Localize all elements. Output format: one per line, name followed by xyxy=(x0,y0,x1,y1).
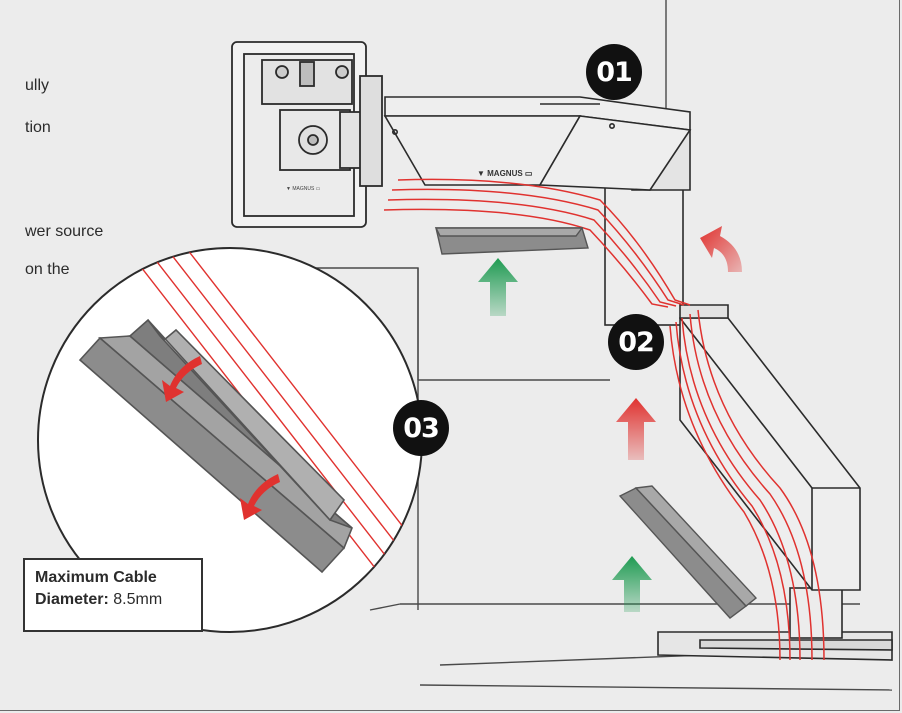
callout-title: Maximum Cable xyxy=(35,569,157,586)
zoom-circle xyxy=(37,247,423,633)
cables-lower xyxy=(669,309,825,661)
instruction-fragment-4: on the xyxy=(25,261,70,278)
step-badge-03: 03 xyxy=(393,400,449,456)
lower-arm xyxy=(679,304,861,591)
callout-title-bold: Diameter: xyxy=(35,591,109,608)
instruction-fragment-1: ully xyxy=(25,77,50,94)
desk-clamp-plate xyxy=(657,587,893,661)
cable-clip-top xyxy=(434,227,589,255)
brand-logo-arm: ▼ MAGNUS ▭ xyxy=(477,169,532,178)
instruction-fragment-2: tion xyxy=(25,119,51,136)
green-arrow-top xyxy=(478,258,518,316)
upper-arm xyxy=(383,96,692,191)
callout-value: 8.5mm xyxy=(113,591,163,608)
cable-clip-bottom xyxy=(618,485,758,619)
step-badge-01: 01 xyxy=(586,44,642,100)
vesa-plate xyxy=(231,41,383,228)
green-arrow-bottom xyxy=(612,556,652,612)
brand-logo-plate: ▼ MAGNUS ▭ xyxy=(286,186,321,192)
red-arrow-curve xyxy=(700,226,742,272)
step-badge-02: 02 xyxy=(608,314,664,370)
red-arrow-up xyxy=(616,398,656,460)
cable-diameter-callout: Maximum Cable Diameter: 8.5mm xyxy=(23,558,203,632)
cables-upper xyxy=(383,178,691,308)
instruction-fragment-3: wer source xyxy=(25,223,104,240)
